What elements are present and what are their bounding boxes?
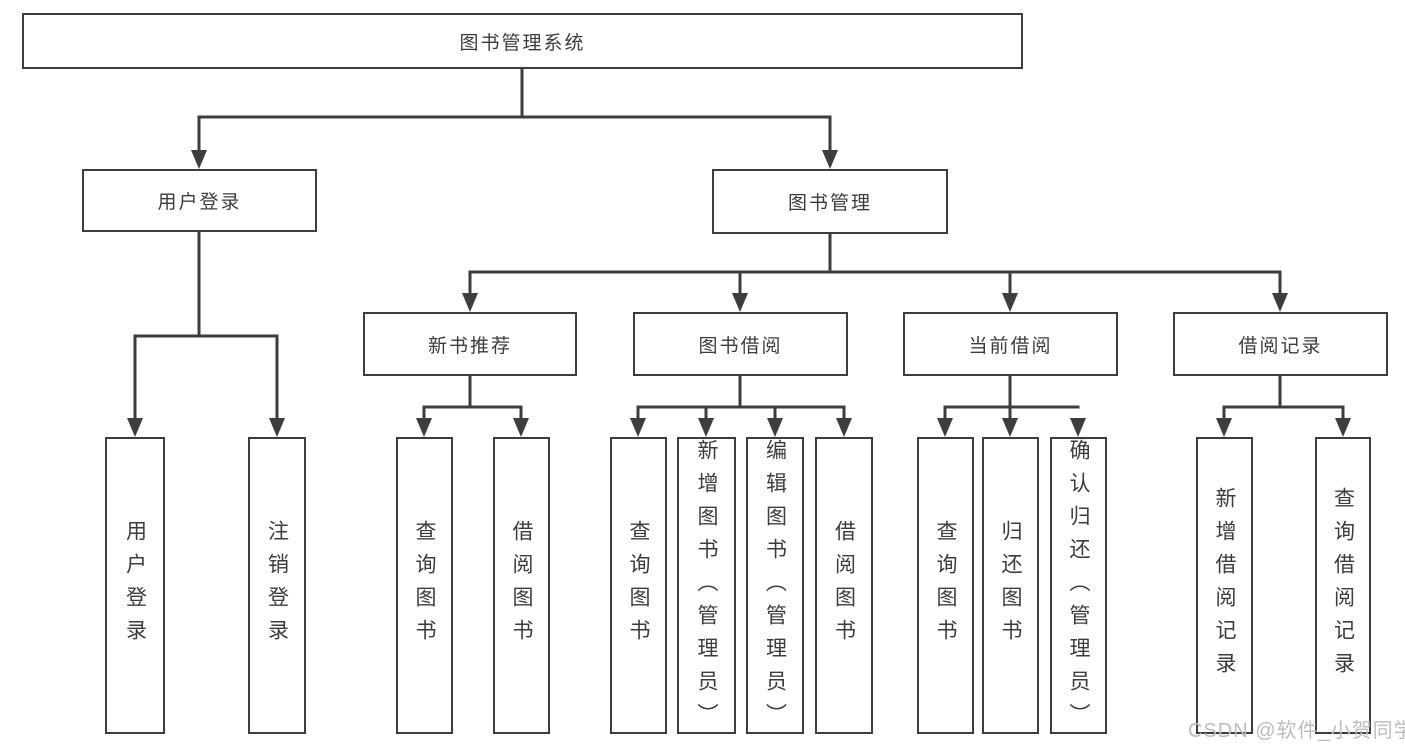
arrowhead: [462, 293, 478, 312]
node-library-management-system: 图书管理系统: [22, 13, 1023, 69]
leaf-cb-return-books: 归还图书: [982, 437, 1039, 734]
arrowhead: [937, 418, 953, 437]
leaf-nbr-borrow-books: 借阅图书: [493, 437, 550, 734]
arrowhead: [732, 293, 748, 312]
leaf-nbr-query-books: 查询图书: [396, 437, 453, 734]
arrowhead: [1070, 418, 1086, 437]
arrowhead: [822, 150, 838, 169]
arrowhead: [416, 418, 432, 437]
leaf-br-add-borrow-record: 新增借阅记录: [1196, 437, 1253, 734]
leaf-bb-edit-books-admin: 编辑图书（管理员）: [746, 437, 804, 736]
node-borrowing-records: 借阅记录: [1173, 312, 1388, 376]
leaf-bb-query-books: 查询图书: [610, 437, 667, 734]
arrowhead: [836, 418, 852, 437]
leaf-user-login: 用户登录: [105, 437, 165, 734]
arrowhead: [191, 150, 207, 169]
node-current-borrowing: 当前借阅: [903, 312, 1118, 376]
leaf-bb-add-books-admin: 新增图书（管理员）: [677, 437, 736, 736]
node-user-login: 用户登录: [82, 169, 317, 232]
leaf-cb-confirm-return-admin: 确认归还（管理员）: [1050, 437, 1107, 736]
arrowhead: [1002, 293, 1018, 312]
arrowhead: [767, 418, 783, 437]
watermark-text: CSDN @软件_小贺同学: [1188, 720, 1405, 742]
arrowhead: [513, 418, 529, 437]
arrowhead: [1272, 293, 1288, 312]
arrowhead: [1335, 418, 1351, 437]
arrowhead: [1002, 418, 1018, 437]
node-book-borrowing: 图书借阅: [633, 312, 848, 376]
edge-lines: [133, 69, 1345, 420]
leaf-bb-borrow-books: 借阅图书: [815, 437, 873, 734]
arrowheads: [127, 150, 1351, 437]
leaf-logout-login: 注销登录: [248, 437, 306, 734]
node-book-management: 图书管理: [712, 169, 948, 234]
arrowhead: [630, 418, 646, 437]
arrowhead: [269, 418, 285, 437]
arrowhead: [127, 418, 143, 437]
arrowhead: [1216, 418, 1232, 437]
arrowhead: [698, 418, 714, 437]
node-new-book-recommendation: 新书推荐: [363, 312, 577, 376]
leaf-cb-query-books: 查询图书: [917, 437, 974, 734]
leaf-br-query-borrow-record: 查询借阅记录: [1315, 437, 1371, 734]
